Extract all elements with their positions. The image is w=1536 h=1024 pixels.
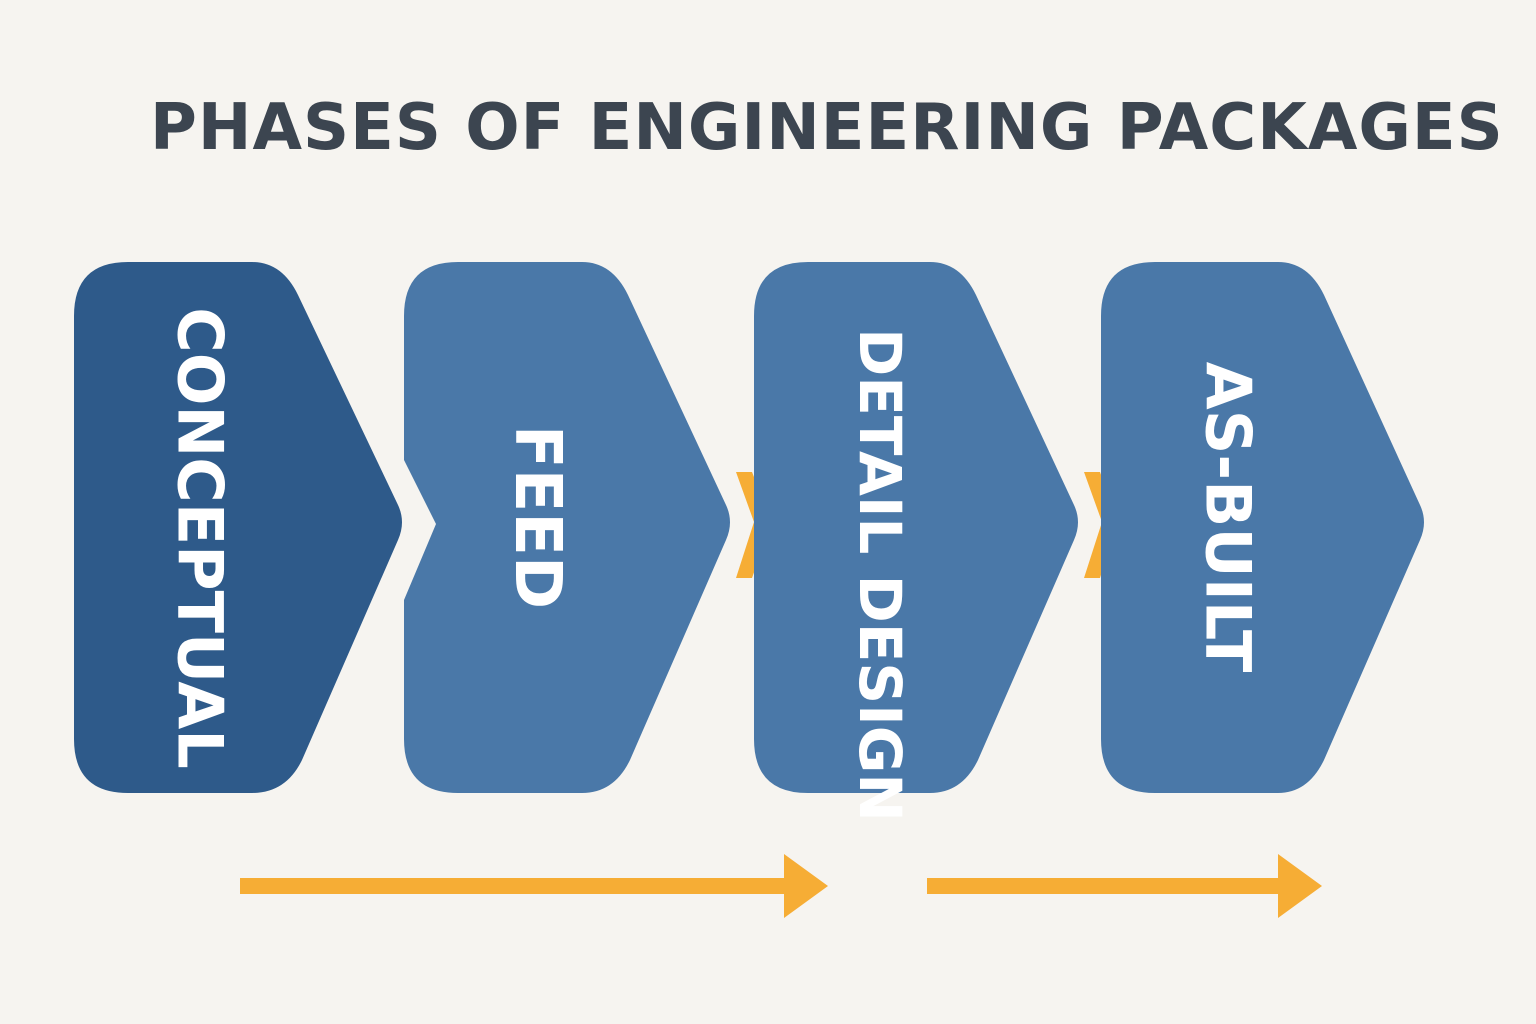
progress-arrow-2-shaft [927,878,1285,894]
phase-shape-conceptual [74,262,402,793]
phase-box-feed: FEED [404,262,730,793]
progress-arrow-2 [927,854,1322,918]
phase-shape-as-built [1101,262,1424,793]
progress-arrow-1-head [784,854,828,918]
progress-arrow-1-shaft [240,878,792,894]
phase-shape-detail-design [754,262,1078,793]
progress-arrow-2-head [1278,854,1322,918]
phase-label-as-built: AS-BUILT [1192,362,1265,673]
phase-label-feed: FEED [500,425,574,609]
phase-label-conceptual: CONCEPTUAL [164,307,237,769]
phase-shape-feed [404,262,730,793]
phase-label-detail-design: DETAIL DESIGN [846,328,914,822]
diagram-title: PHASES OF ENGINEERING PACKAGES [150,91,1504,165]
phase-box-as-built: AS-BUILT [1101,262,1424,793]
progress-arrow-1 [240,854,828,918]
phase-box-detail-design: DETAIL DESIGN [754,262,1078,822]
phase-box-conceptual: CONCEPTUAL [74,262,402,793]
